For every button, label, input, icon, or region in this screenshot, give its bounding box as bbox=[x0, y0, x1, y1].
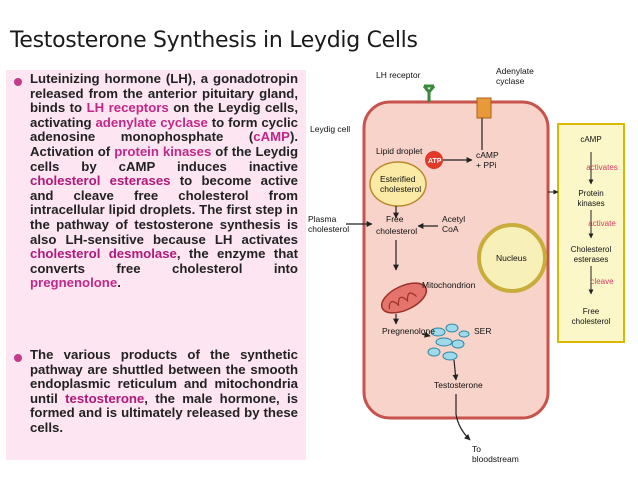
page-title: Testosterone Synthesis in Leydig Cells bbox=[10, 28, 418, 53]
side-label-kinases: kinases bbox=[577, 199, 604, 208]
text-run: ). Activation of bbox=[30, 129, 298, 159]
term-adenylate-cyclase: adenylate cyclase bbox=[95, 114, 208, 130]
label-plasma: Plasma bbox=[308, 214, 337, 224]
label-acetyl: Acetyl bbox=[442, 214, 465, 224]
lh-receptor-icon bbox=[422, 84, 436, 102]
nucleus-shape bbox=[477, 223, 547, 293]
paragraph-products: The various products of the synthetic pa… bbox=[30, 347, 298, 436]
label-free: Free bbox=[386, 214, 404, 224]
label-ppi: + PPi bbox=[476, 160, 497, 170]
label-atp: ATP bbox=[428, 158, 442, 165]
text-run: . bbox=[117, 275, 121, 291]
leydig-cell-diagram: LH receptor Adenylate cyclase Leydig cel… bbox=[308, 66, 625, 464]
label-cyclase: cyclase bbox=[496, 76, 525, 86]
label-leydig-cell: Leydig cell bbox=[310, 124, 350, 134]
lipid-droplet-shape bbox=[369, 161, 427, 207]
term-pregnenolone: pregnenolone bbox=[30, 275, 118, 291]
text-run: of the Leydig cells by cAMP induces inac… bbox=[30, 143, 299, 174]
text-panel: Luteinizing hormone (LH), a gonadotropin… bbox=[6, 70, 306, 460]
label-esterified-cholesterol: cholesterol bbox=[380, 184, 421, 194]
adenylate-cyclase-icon bbox=[476, 97, 492, 119]
side-label-free-cholesterol: cholesterol bbox=[572, 317, 611, 326]
side-label-esterases: esterases bbox=[574, 255, 609, 264]
text-run: , the enzyme that converts free choleste… bbox=[30, 246, 298, 276]
label-adenylate: Adenylate bbox=[496, 66, 534, 76]
text-run: to become active and cleave free cholest… bbox=[30, 173, 298, 247]
term-protein-kinases: protein kinases bbox=[114, 143, 212, 159]
atp-icon bbox=[425, 151, 443, 169]
bullet-icon bbox=[14, 78, 22, 86]
label-pregnenolone: Pregnenolone bbox=[382, 326, 435, 336]
label-nucleus: Nucleus bbox=[496, 253, 527, 263]
text-run: , the male hormone, is formed and is ult… bbox=[30, 390, 298, 435]
side-label-protein: Protein bbox=[578, 189, 603, 198]
term-camp: cAMP bbox=[253, 129, 290, 145]
label-lh-receptor: LH receptor bbox=[376, 70, 421, 80]
label-lipid-droplet: Lipid droplet bbox=[376, 146, 423, 156]
side-label-free: Free bbox=[583, 307, 600, 316]
term-lh-receptors: LH receptors bbox=[86, 100, 169, 116]
label-coa: CoA bbox=[442, 224, 459, 234]
text-run: The various products of the synthetic pa… bbox=[30, 347, 298, 406]
side-label-activates: activates bbox=[586, 163, 618, 172]
side-label-cleave: cleave bbox=[590, 277, 614, 286]
side-label-cholesterol: Cholesterol bbox=[571, 245, 612, 254]
term-cholesterol-esterases: cholesterol esterases bbox=[30, 173, 171, 189]
side-label-activate: activate bbox=[588, 219, 616, 228]
text-run: on the Leydig cells, activating bbox=[30, 100, 298, 130]
term-cholesterol-desmolase: cholesterol desmolase bbox=[30, 246, 177, 262]
ser-icon bbox=[427, 323, 470, 361]
mitochondrion-icon bbox=[380, 282, 428, 314]
label-plasma-cholesterol: cholesterol bbox=[308, 224, 349, 234]
term-testosterone: testosterone bbox=[65, 390, 145, 406]
label-testosterone: Testosterone bbox=[434, 380, 483, 390]
label-esterified: Esterified bbox=[380, 174, 416, 184]
label-ser: SER bbox=[474, 326, 491, 336]
bullet-icon bbox=[14, 354, 22, 362]
label-bloodstream: bloodstream bbox=[472, 454, 519, 464]
label-free-cholesterol: cholesterol bbox=[376, 226, 417, 236]
side-label-camp: cAMP bbox=[580, 135, 601, 144]
label-camp: cAMP bbox=[476, 150, 499, 160]
text-run: to form cyclic adenosine monophosphate ( bbox=[30, 114, 298, 145]
paragraph-lh: Luteinizing hormone (LH), a gonadotropin… bbox=[30, 71, 299, 291]
label-mitochondrion: Mitochondrion bbox=[422, 280, 476, 290]
text-run: Luteinizing hormone (LH), a gonadotropin… bbox=[30, 71, 298, 116]
label-to: To bbox=[472, 444, 481, 454]
